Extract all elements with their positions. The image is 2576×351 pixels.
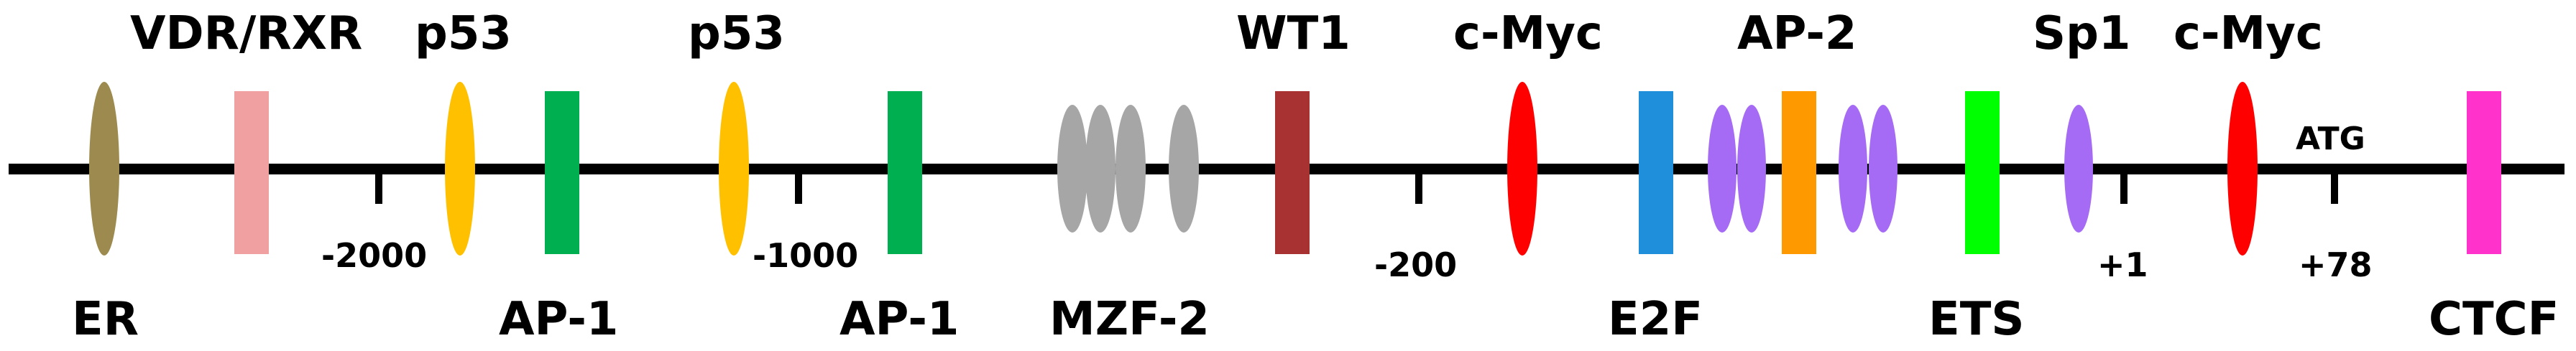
label-atg: ATG — [2296, 121, 2365, 157]
ctcf-site — [2467, 91, 2501, 254]
label-ctcf: CTCF — [2429, 293, 2559, 346]
label-ap-1-2: AP-1 — [840, 293, 959, 346]
e2f-site — [1639, 91, 1673, 254]
label-pos-minus-1000: -1000 — [753, 236, 858, 275]
ap-2-ellipse-3 — [1839, 105, 1867, 233]
label-ap-2: AP-2 — [1737, 7, 1857, 60]
label-pos-minus-200: -200 — [1374, 245, 1457, 284]
label-pos-plus-1: +1 — [2097, 245, 2148, 284]
ets-site — [1965, 91, 2000, 254]
ap-1-site-1 — [545, 91, 579, 254]
tick-minus-1000 — [795, 174, 802, 204]
tick-minus-200 — [1415, 174, 1422, 204]
vdr-rxr-site — [234, 91, 269, 254]
label-er: ER — [72, 293, 139, 346]
tick-plus-1 — [2120, 174, 2128, 204]
label-p53-1: p53 — [415, 7, 512, 60]
mzf-2-site-2 — [1085, 105, 1116, 233]
mzf-2-site-4 — [1169, 105, 1199, 233]
tick-plus-78 — [2331, 174, 2338, 204]
label-ets: ETS — [1928, 293, 2024, 346]
label-c-myc-2: c-Myc — [2174, 7, 2323, 60]
c-myc-site-2 — [2227, 82, 2258, 256]
sp1-site — [2064, 105, 2093, 233]
label-wt1: WT1 — [1236, 7, 1351, 60]
p53-site-2 — [719, 82, 749, 256]
label-mzf-2: MZF-2 — [1049, 293, 1210, 346]
label-c-myc-1: c-Myc — [1453, 7, 1603, 60]
er-site — [89, 82, 119, 256]
mzf-2-site-1 — [1057, 105, 1087, 233]
label-vdr-rxr: VDR/RXR — [130, 7, 362, 60]
label-e2f: E2F — [1608, 293, 1703, 346]
label-ap-1-1: AP-1 — [499, 293, 618, 346]
tick-minus-2000 — [375, 174, 382, 204]
label-p53-2: p53 — [688, 7, 785, 60]
c-myc-site-1 — [1507, 82, 1537, 256]
label-sp1: Sp1 — [2033, 7, 2130, 60]
mzf-2-site-3 — [1116, 105, 1146, 233]
ap-2-site — [1782, 91, 1816, 254]
ap-2-ellipse-4 — [1869, 105, 1898, 233]
ap-1-site-2 — [888, 91, 922, 254]
ap-2-ellipse-2 — [1737, 105, 1766, 233]
label-pos-plus-78: +78 — [2299, 245, 2373, 284]
p53-site-1 — [445, 82, 475, 256]
label-pos-minus-2000: -2000 — [321, 236, 427, 275]
wt1-site — [1275, 91, 1310, 254]
ap-2-ellipse-1 — [1708, 105, 1736, 233]
